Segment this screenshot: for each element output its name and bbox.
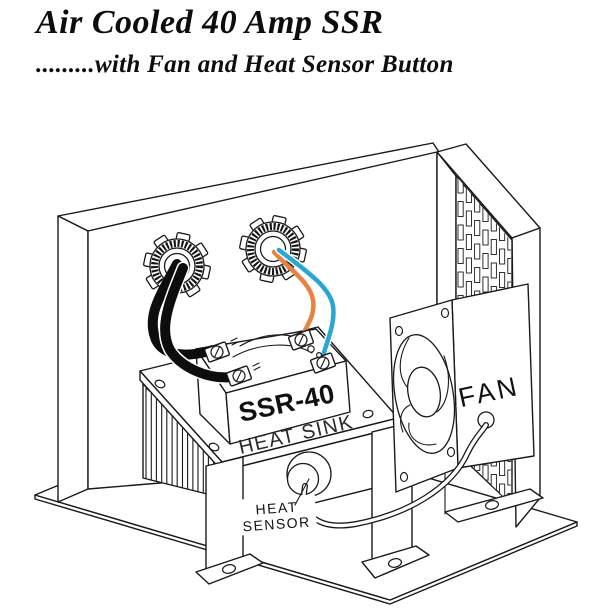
gland-knurl-ring [247, 223, 299, 275]
foot-hole [221, 564, 237, 574]
ssr-cover-arc [232, 344, 313, 358]
ssr-terminal-2 [225, 365, 253, 387]
fan-blades [399, 337, 450, 446]
foot-hole [387, 558, 403, 568]
fan-corner-hole [446, 446, 456, 458]
terminal-marks [230, 337, 261, 371]
mounting-hole [154, 379, 166, 389]
ssr-terminal-1 [203, 341, 231, 363]
ssr-terminal-3 [287, 329, 315, 351]
page-title: Air Cooled 40 Amp SSR [36, 4, 384, 41]
ssr-front-face [225, 360, 351, 445]
blue-control-wire [276, 247, 336, 368]
heat-sensor-leader-line [294, 478, 310, 506]
heat-sensor-label-line1: HEAT [255, 499, 298, 518]
fan-corner-hole [399, 471, 409, 483]
heat-sensor-label: HEAT SENSOR [238, 478, 318, 536]
mounting-hole [208, 442, 220, 452]
black-wire-2 [160, 263, 238, 383]
ssr-terminals [203, 329, 337, 387]
heat-sensor-label-line2: SENSOR [242, 514, 311, 535]
page-subtitle: .........with Fan and Heat Sensor Button [36, 51, 454, 78]
page-header: Air Cooled 40 Amp SSR .........with Fan … [36, 4, 454, 79]
mounting-hole [362, 409, 374, 419]
ssr-led-indicator [316, 352, 323, 359]
panel-left-edge [57, 215, 89, 503]
fan-hub [407, 366, 441, 418]
fan-unit [361, 283, 544, 579]
fan-corner-hole [394, 325, 404, 337]
foot-hole [484, 500, 500, 510]
label-background [238, 494, 318, 536]
ssr-led-indicator [307, 345, 315, 353]
fan-corner-hole [440, 307, 450, 319]
ssr-terminal-4 [309, 352, 337, 374]
black-wire-1 [147, 259, 218, 360]
